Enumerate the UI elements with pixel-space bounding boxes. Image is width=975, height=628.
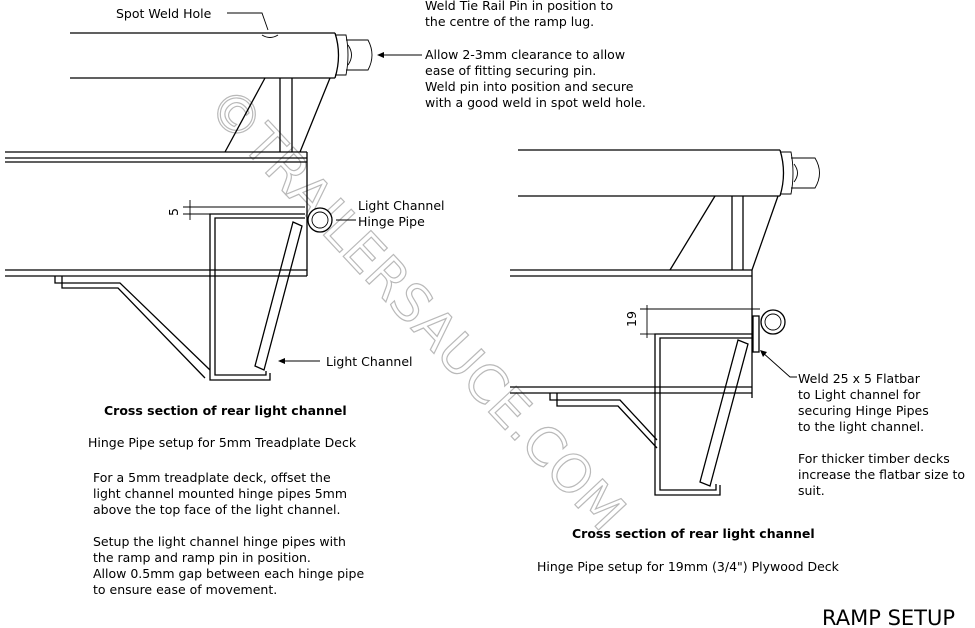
label-light-channel: Light Channel (326, 354, 413, 369)
left-para2-4: to ensure ease of movement. (93, 582, 277, 597)
left-ramp-assembly (5, 12, 422, 381)
note-tie-rail-pin-2: the centre of the ramp lug. (425, 14, 594, 29)
leader-spot-weld (227, 12, 269, 31)
note-clearance-4: with a good weld in spot weld hole. (425, 95, 646, 110)
note-tie-rail-pin-1: Weld Tie Rail Pin in position to (425, 0, 613, 13)
note-clearance-2: ease of fitting securing pin. (425, 63, 596, 78)
flatbar-note-1: Weld 25 x 5 Flatbar (798, 371, 921, 386)
dimension-5: 5 (166, 208, 181, 216)
label-light-channel-hinge-2: Hinge Pipe (358, 214, 425, 229)
left-para2-2: the ramp and ramp pin in position. (93, 550, 311, 565)
top-notes: Spot Weld Hole Weld Tie Rail Pin in posi… (116, 0, 646, 110)
left-para1-1: For a 5mm treadplate deck, offset the (93, 470, 331, 485)
timber-note-1: For thicker timber decks (798, 451, 950, 466)
right-heading: Cross section of rear light channel (572, 526, 815, 541)
left-heading: Cross section of rear light channel (104, 403, 347, 418)
left-para1-2: light channel mounted hinge pipes 5mm (93, 486, 347, 501)
note-clearance-3: Weld pin into position and secure (425, 79, 634, 94)
left-labels: 5 Light Channel Hinge Pipe Light Channel… (88, 198, 445, 597)
flatbar (752, 315, 760, 353)
left-para2-3: Allow 0.5mm gap between each hinge pipe (93, 566, 364, 581)
left-subheading: Hinge Pipe setup for 5mm Treadplate Deck (88, 435, 357, 450)
flatbar-note-2: to Light channel for (798, 387, 921, 402)
left-para2-1: Setup the light channel hinge pipes with (93, 534, 346, 549)
right-labels: 19 Weld 25 x 5 Flatbar to Light channel … (537, 311, 965, 574)
flatbar-note-3: securing Hinge Pipes (798, 403, 929, 418)
timber-note-3: suit. (798, 483, 825, 498)
flatbar-note-4: to the light channel. (798, 419, 924, 434)
label-spot-weld-hole: Spot Weld Hole (116, 6, 212, 21)
timber-note-2: increase the flatbar size to (798, 467, 965, 482)
page-title: RAMP SETUP (822, 606, 955, 628)
left-para1-3: above the top face of the light channel. (93, 502, 340, 517)
right-subheading: Hinge Pipe setup for 19mm (3/4") Plywood… (537, 559, 840, 574)
note-clearance-1: Allow 2-3mm clearance to allow (425, 47, 625, 62)
spot-weld-hole (261, 34, 279, 38)
dimension-19: 19 (624, 311, 639, 327)
hinge-pipe-right (760, 309, 786, 335)
label-light-channel-hinge-1: Light Channel (358, 198, 445, 213)
hinge-pipe-left (307, 207, 333, 233)
right-ramp-assembly (510, 149, 820, 496)
